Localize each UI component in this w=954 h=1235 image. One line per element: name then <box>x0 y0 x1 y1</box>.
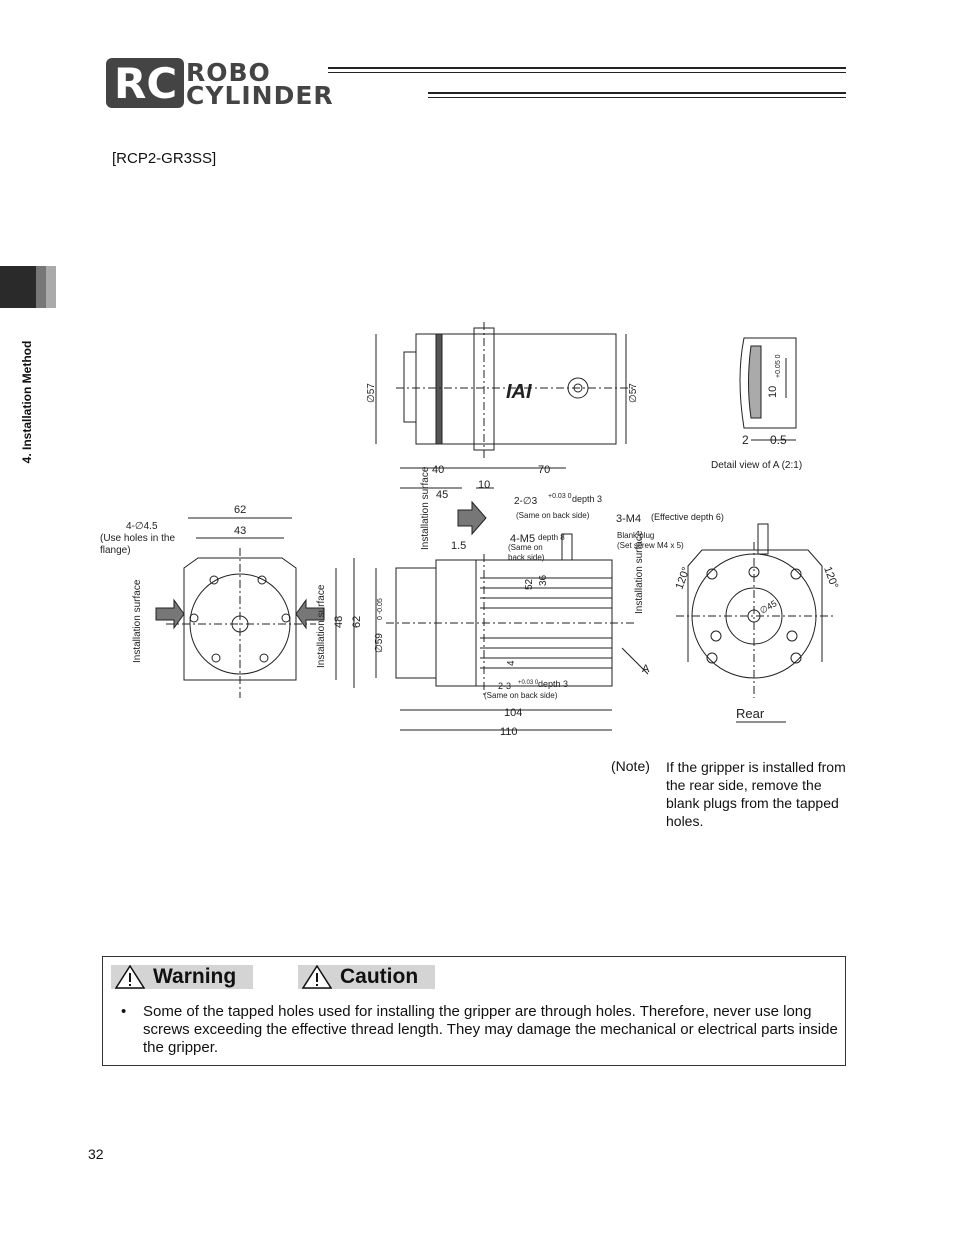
model-heading: [RCP2-GR3SS] <box>112 150 217 167</box>
dim-d59-tol: 0 -0.05 <box>377 598 384 620</box>
same-on-back-b: (Same on back side) <box>484 691 558 700</box>
note-text: If the gripper is installed from the rea… <box>666 759 846 829</box>
dim-d57-left: ∅57 <box>366 383 377 403</box>
dim-10: 10 <box>478 479 490 491</box>
installation-surface-side: Installation surface <box>420 466 431 550</box>
dim-45: 45 <box>436 489 448 501</box>
caution-icon <box>302 965 332 989</box>
logo-mark-text: RC <box>114 59 177 108</box>
warning-icon <box>115 965 145 989</box>
m5-same-note: (Same on back side) <box>508 543 545 562</box>
dim-d57-right: ∅57 <box>628 383 639 403</box>
m4-holes: 3-M4 <box>616 513 641 525</box>
header-rule-top-1 <box>328 67 846 69</box>
detail-dim-05: 0.5 <box>770 433 787 447</box>
hole-2-d3-tol: +0.03 0 <box>548 493 572 500</box>
dim-1-5: 1.5 <box>451 540 466 552</box>
detail-caption: Detail view of A (2:1) <box>711 460 802 471</box>
same-on-back-a: (Same on back side) <box>516 511 590 520</box>
page-number: 32 <box>88 1146 104 1162</box>
installation-surface-front-right: Installation surface <box>316 584 327 668</box>
top-view: ∅57 ∅57 IAI <box>366 322 639 458</box>
hole-2-3: 2-3 <box>498 681 511 691</box>
dim-70: 70 <box>538 464 550 476</box>
hole-2-3-tol: +0.03 0 <box>518 680 539 686</box>
warning-caution-box: Warning Caution • Some of the tapped hol… <box>102 956 846 1066</box>
holes-4-d45: 4-∅4.5 <box>126 521 158 532</box>
warning-badge: Warning <box>111 965 253 989</box>
dim-62-side: 62 <box>351 616 363 628</box>
header-rule-top-2 <box>328 72 846 73</box>
dim-40: 40 <box>432 464 444 476</box>
chapter-tab-label: 4. Installation Method <box>20 340 34 464</box>
detail-tol: +0.05 0 <box>775 354 782 378</box>
bullet: • <box>121 1003 127 1020</box>
logo-line-cylinder: CYLINDER <box>186 81 334 110</box>
warning-text: Some of the tapped holes used for instal… <box>143 1003 838 1056</box>
side-tab-block <box>0 266 36 308</box>
note-label: (Note) <box>611 758 650 774</box>
dim-48: 48 <box>333 616 345 628</box>
side-tab-stripe-light <box>46 266 56 308</box>
hole-2-d3: 2-∅3 <box>514 496 538 507</box>
installation-surface-rear: Installation surface <box>634 530 645 614</box>
header-rule-bottom-1 <box>428 92 846 94</box>
dim-d59: ∅59 <box>374 633 385 653</box>
m5-depth: depth 8 <box>538 533 565 542</box>
dim-43: 43 <box>234 525 246 537</box>
dimension-drawing: ∅57 ∅57 IAI 10 +0.05 0 2 0.5 Detail view… <box>100 322 840 738</box>
rear-view: 3-M4 (Effective depth 6) Blank plug (Set… <box>616 512 840 723</box>
angle-120-right: 120° <box>821 565 840 590</box>
set-screw: (Set screw M4 x 5) <box>617 541 684 550</box>
logo-line-robo: ROBO <box>186 58 271 87</box>
angle-120-left: 120° <box>674 566 693 591</box>
side-view: 40 70 45 10 1.5 Installation surface 2-∅… <box>374 464 650 738</box>
dim-4: 4 <box>506 660 517 666</box>
detail-dim-2: 2 <box>742 433 749 447</box>
m4-depth: (Effective depth 6) <box>651 512 724 522</box>
caution-label: Caution <box>340 965 419 988</box>
detail-view-a: 10 +0.05 0 2 0.5 Detail view of A (2:1) <box>711 337 802 471</box>
caution-badge: Caution <box>298 965 435 989</box>
depth-3-a: depth 3 <box>572 494 602 504</box>
front-view: 62 43 4-∅4.5 (Use holes in the flange) I… <box>100 504 363 698</box>
dim-104: 104 <box>504 707 522 719</box>
robo-cylinder-logo-mark: RC <box>106 58 184 108</box>
use-holes-note: (Use holes in the flange) <box>100 533 176 556</box>
depth-3-b: depth 3 <box>538 679 568 689</box>
label-a: A <box>642 663 650 675</box>
side-tab-stripe-mid <box>36 266 46 308</box>
dim-62-top: 62 <box>234 504 246 516</box>
rear-label: Rear <box>736 706 765 721</box>
m5-holes: 4-M5 <box>510 533 535 545</box>
detail-dim-10: 10 <box>767 386 779 398</box>
warning-label: Warning <box>153 965 237 988</box>
dim-52: 52 <box>524 578 535 590</box>
installation-surface-front-left: Installation surface <box>132 579 143 663</box>
dim-36: 36 <box>538 574 549 586</box>
blank-plug: Blank plug <box>617 531 654 540</box>
dim-d45: ∅45 <box>758 598 778 616</box>
header-rule-bottom-2 <box>428 97 846 98</box>
brand-mark: IAI <box>506 381 532 403</box>
dim-110: 110 <box>500 726 518 738</box>
